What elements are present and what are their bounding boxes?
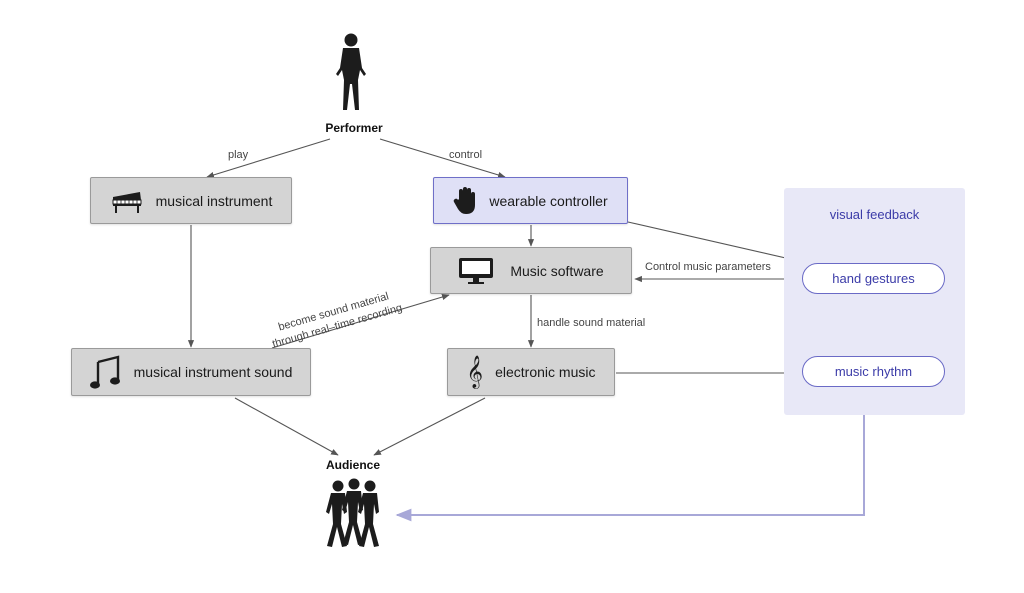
monitor-icon	[458, 256, 494, 286]
hand-icon	[453, 186, 477, 216]
walking-people-icon	[326, 478, 379, 547]
musical-instrument-label: musical instrument	[155, 192, 273, 209]
edge-label-play: play	[228, 149, 249, 161]
hand-gestures-pill: hand gestures	[802, 263, 945, 294]
edge-label-control: control	[449, 149, 483, 161]
edge-label-control-parameters: Control music parameters	[645, 261, 771, 273]
edge-visual-feedback-to-audience	[395, 415, 865, 522]
music-note-icon	[89, 355, 120, 389]
electronic-music-node: 𝄞 electronic music	[447, 348, 615, 396]
audience-label: Audience	[325, 458, 380, 472]
edge-play	[206, 138, 331, 178]
piano-icon	[110, 188, 144, 214]
performer-label: Performer	[325, 121, 383, 135]
edge-controller-to-gestures	[627, 221, 813, 266]
wearable-controller-node: wearable controller	[433, 177, 628, 224]
edge-electronic-to-audience	[373, 397, 486, 456]
musical-instrument-node: musical instrument	[90, 177, 292, 224]
visual-feedback-title: visual feedback	[829, 207, 920, 222]
edge-sound-to-audience	[234, 397, 339, 456]
electronic-music-label: electronic music	[495, 364, 596, 380]
treble-clef-icon: 𝄞	[466, 355, 484, 388]
person-icon	[336, 33, 366, 110]
music-software-node: Music software	[430, 247, 632, 294]
music-rhythm-pill: music rhythm	[802, 356, 945, 387]
edge-control	[379, 138, 506, 178]
musical-instrument-sound-node: musical instrument sound	[71, 348, 311, 396]
edge-label-handle-sound: handle sound material	[537, 317, 646, 329]
music-software-label: Music software	[510, 262, 604, 279]
wearable-controller-label: wearable controller	[489, 192, 608, 209]
edge-sound-to-software	[271, 294, 450, 349]
musical-instrument-sound-label: musical instrument sound	[133, 364, 293, 380]
